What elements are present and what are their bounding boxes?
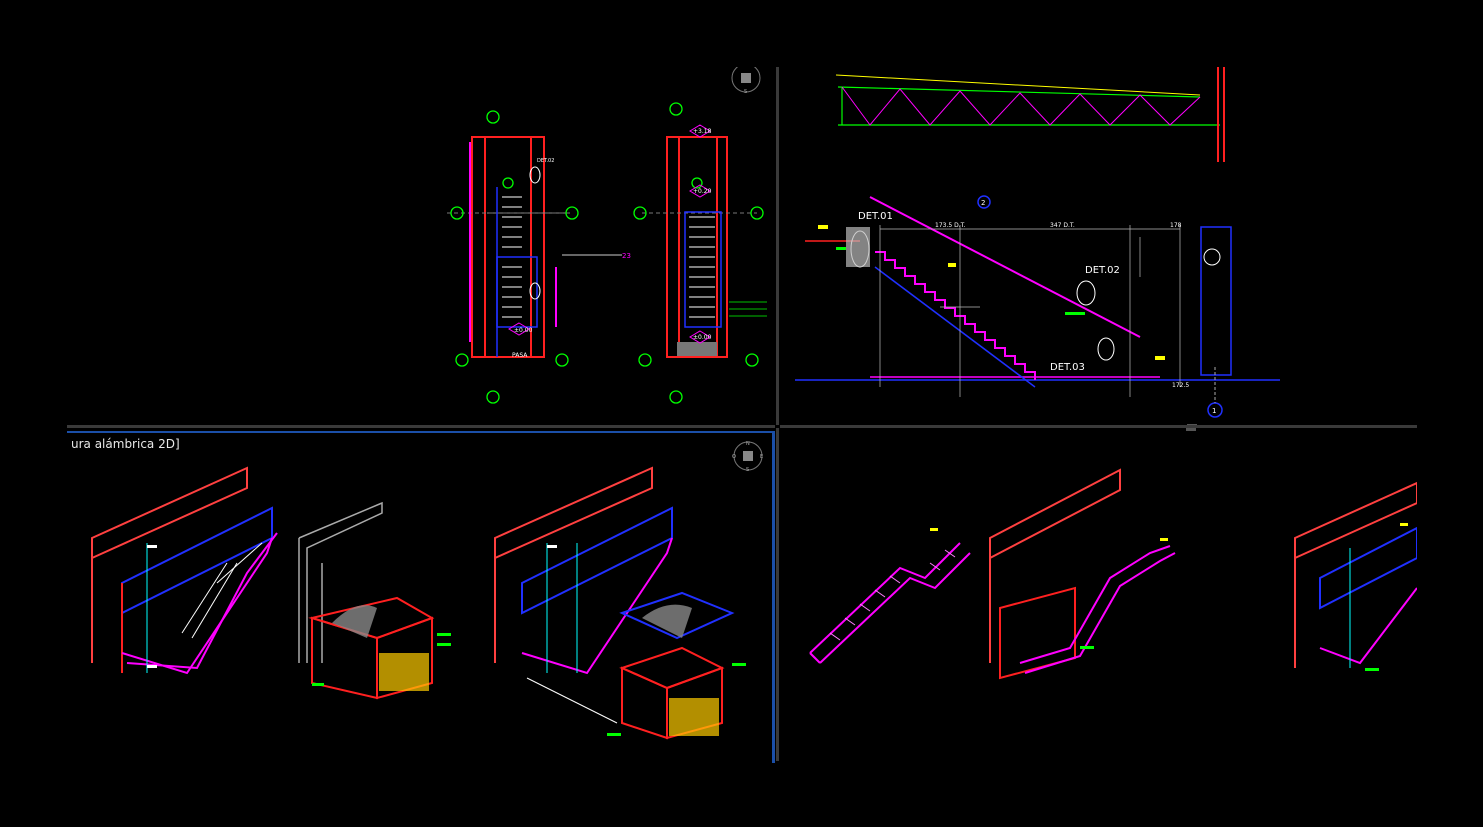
isometric-drawing — [91, 466, 746, 740]
level-b-text: ±0.00 — [693, 334, 712, 341]
level-d-text: +0.20 — [693, 188, 712, 195]
plan-drawing: 23 ±0.00 PASA DET.02 — [447, 102, 767, 404]
compass-south: S — [744, 89, 747, 95]
flight-mark-text: PASA — [512, 352, 528, 359]
compass-north: N — [746, 441, 750, 447]
det2-label: DET.02 — [1085, 265, 1120, 276]
viewport-divider-vertical-top[interactable] — [776, 67, 779, 425]
dim-top1: 173.5 D.T. — [935, 222, 966, 229]
isometric-drawing-2 — [809, 468, 1417, 680]
viewcube-compass-bottom[interactable]: N E O S — [731, 439, 765, 473]
viewport-top-right[interactable]: 173.5 D.T. 347 D.T. 178 172.5 DET.01 DET… — [780, 67, 1417, 425]
viewport-top-right-resize-handle[interactable] — [1187, 424, 1197, 425]
det-a-text: DET.02 — [537, 158, 554, 164]
level-c-text: +3.18 — [693, 128, 712, 135]
viewcube-compass[interactable]: S — [729, 67, 763, 95]
viewport-top-left[interactable]: 23 ±0.00 PASA DET.02 — [67, 67, 775, 425]
viewport-divider-horizontal-left[interactable] — [67, 425, 775, 428]
axis-bottom-text: 1 — [1212, 407, 1216, 415]
dim-bottom: 172.5 — [1172, 382, 1189, 389]
compass-east: E — [760, 454, 763, 460]
viewport-title[interactable]: ura alámbrica 2D] — [71, 437, 180, 451]
viewport-divider-horizontal-right[interactable] — [780, 425, 1417, 428]
section-drawing: 173.5 D.T. 347 D.T. 178 172.5 DET.01 DET… — [795, 67, 1280, 418]
viewport-divider-vertical-bottom[interactable] — [776, 428, 779, 761]
viewport-bottom-left[interactable]: ura alámbrica 2D] — [67, 431, 775, 763]
viewport-bottom-right-resize-handle[interactable] — [1186, 428, 1196, 431]
dim-top2: 347 D.T. — [1050, 222, 1075, 229]
level-a-text: ±0.00 — [514, 327, 533, 334]
compass-west: O — [732, 454, 736, 460]
svg-text:23: 23 — [622, 252, 631, 260]
axis-circle-text: 2 — [981, 199, 985, 207]
det3-label: DET.03 — [1050, 362, 1085, 373]
viewport-bottom-right[interactable] — [780, 428, 1417, 761]
dim-top3: 178 — [1170, 222, 1182, 229]
det1-label: DET.01 — [858, 211, 893, 222]
compass-south-bottom: S — [746, 467, 749, 473]
